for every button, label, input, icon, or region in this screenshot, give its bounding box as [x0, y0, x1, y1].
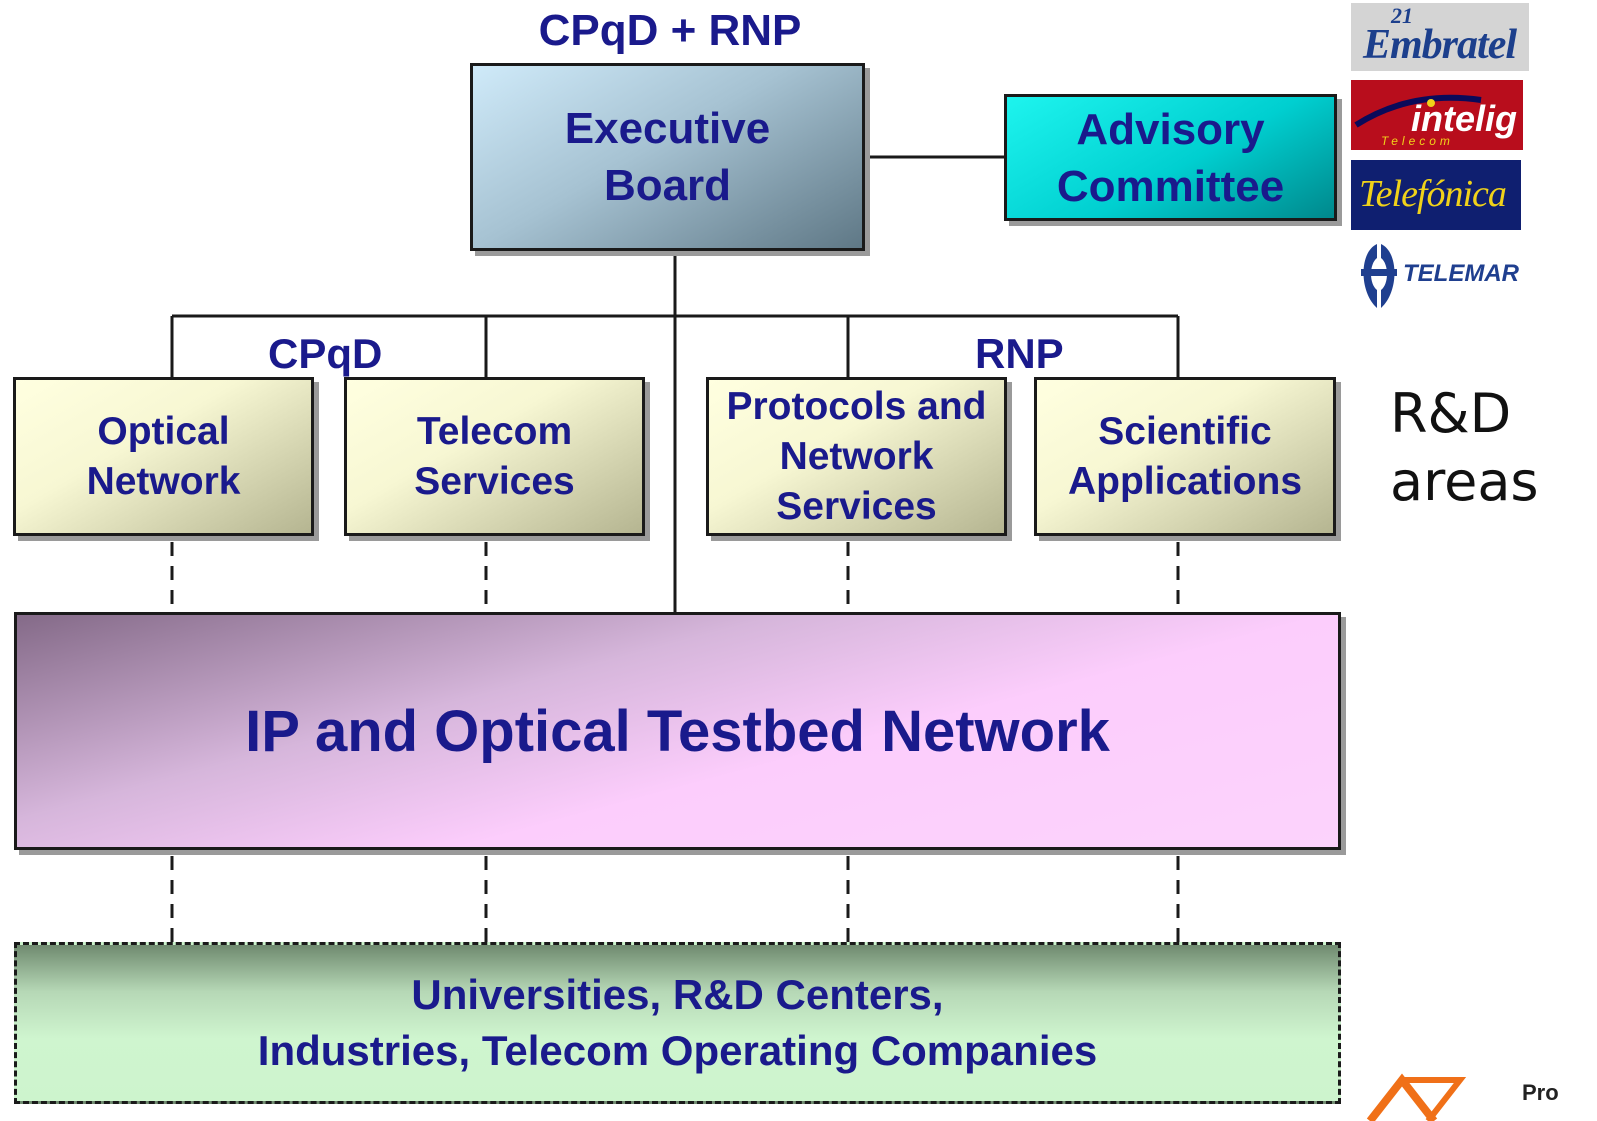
area-line: Network — [86, 459, 241, 503]
telefonica-logo-text: Telefónica — [1359, 173, 1507, 215]
advisory-committee-line2: Committee — [1056, 161, 1285, 211]
executive-board-line2: Board — [603, 161, 732, 210]
advisory-committee-box: Advisory Committee — [1004, 94, 1337, 221]
intelig-swoosh-icon — [1354, 94, 1482, 128]
area-line: Optical — [97, 409, 230, 453]
corner-logo-text: Pro — [1522, 1080, 1559, 1105]
area-box-scientific-applications: Scientific Applications — [1034, 377, 1336, 536]
group-label-cpqd: CPqD — [268, 330, 383, 377]
telemar-logo: TELEMAR — [1351, 240, 1526, 312]
top-label: CPqD + RNP — [538, 6, 802, 55]
rd-areas-line2: areas — [1390, 450, 1539, 513]
rd-areas-line1: R&D — [1390, 382, 1512, 445]
area-line: Services — [776, 484, 937, 528]
telefonica-logo: Telefónica — [1351, 160, 1521, 230]
partners-line1: Universities, R&D Centers, — [411, 971, 944, 1018]
advisory-committee-line1: Advisory — [1076, 104, 1265, 154]
partners-box: Universities, R&D Centers, Industries, T… — [14, 942, 1341, 1104]
telemar-emblem-icon — [1361, 244, 1397, 308]
executive-board-box: Executive Board — [470, 63, 865, 251]
testbed-network-box: IP and Optical Testbed Network — [14, 612, 1341, 850]
area-line: Telecom — [416, 409, 573, 453]
executive-board-line1: Executive — [564, 104, 771, 153]
group-label-rnp: RNP — [975, 330, 1064, 377]
intelig-logo: intelig Telecom — [1351, 80, 1523, 150]
embratel-logo-text: Embratel — [1363, 22, 1517, 68]
area-line: Applications — [1067, 459, 1303, 503]
intelig-logo-sub: Telecom — [1381, 134, 1454, 148]
area-line: Scientific — [1098, 409, 1272, 453]
rd-areas-label: R&D areas — [1390, 380, 1539, 516]
area-box-telecom-services: Telecom Services — [344, 377, 645, 536]
testbed-network-label: IP and Optical Testbed Network — [245, 698, 1110, 764]
telemar-logo-text: TELEMAR — [1403, 260, 1519, 287]
corner-logo: Pro — [1360, 1072, 1597, 1121]
partners-line2: Industries, Telecom Operating Companies — [257, 1027, 1098, 1074]
area-line: Network — [779, 434, 934, 478]
area-line: Services — [414, 459, 575, 503]
corner-logo-icon — [1366, 1073, 1467, 1121]
embratel-logo-number: 21 — [1391, 3, 1413, 28]
area-box-optical-network: Optical Network — [13, 377, 314, 536]
area-line: Protocols and — [726, 384, 987, 428]
intelig-logo-text: intelig — [1411, 98, 1517, 139]
embratel-logo: 21 Embratel — [1351, 3, 1529, 71]
area-box-protocols-network-services: Protocols and Network Services — [706, 377, 1007, 536]
